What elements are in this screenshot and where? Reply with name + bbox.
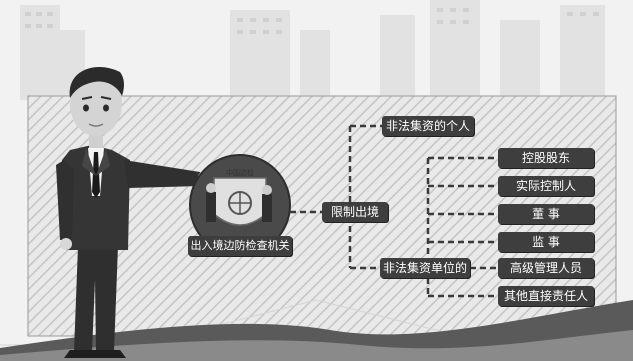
leaf-node-supervisor: 监 事 [498,232,594,252]
leaf-node-senior-management: 高级管理人员 [498,258,594,278]
branch-node-entity: 非法集资单位的 [380,258,470,278]
leaf-node-other-responsible: 其他直接责任人 [498,286,594,306]
leaf-node-controlling-shareholder: 控股股东 [498,148,594,168]
emblem-label: 出入境边防检查机关 [188,236,292,256]
leaf-node-actual-controller: 实际控制人 [498,176,594,196]
center-node: 限制出境 [322,202,388,222]
leaf-node-director: 董 事 [498,204,594,224]
emblem-top-text: 中国边检 [224,168,256,178]
branch-node-individual: 非法集资的个人 [382,116,474,136]
